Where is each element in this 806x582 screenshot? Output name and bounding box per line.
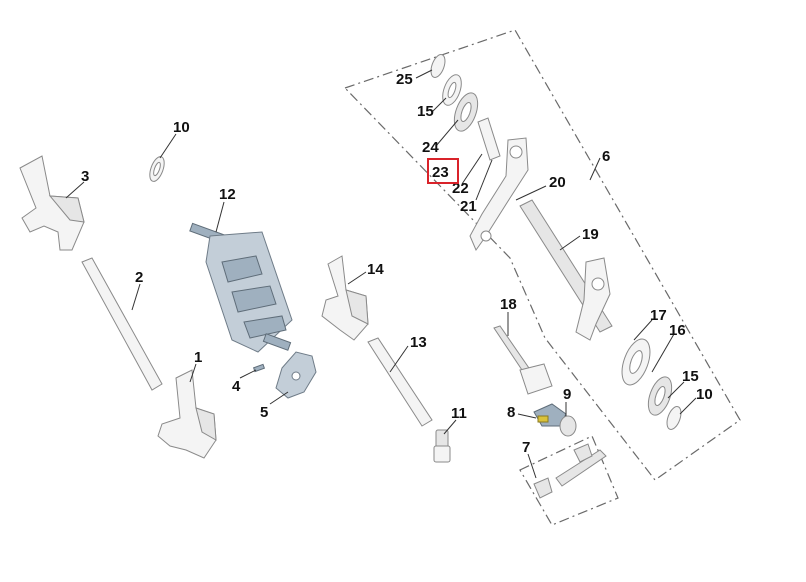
callout-21: 21: [460, 198, 477, 215]
ring-25: [430, 54, 446, 78]
shift-spindle-18: [493, 325, 553, 395]
shift-fork-1: [157, 369, 217, 459]
washer-16: [621, 338, 651, 386]
callout-15-bottom: 15: [682, 368, 699, 385]
callout-16: 16: [669, 322, 686, 339]
callout-5: 5: [260, 404, 268, 421]
callout-18: 18: [500, 296, 517, 313]
group-outline-6: [343, 29, 741, 481]
plate-20: [469, 137, 529, 252]
callout-10-bottom: 10: [696, 386, 713, 403]
pin-4: [252, 363, 266, 373]
callout-14: 14: [367, 261, 384, 278]
bearing-24: [453, 92, 479, 132]
callout-10-top: 10: [173, 119, 190, 136]
callout-11: 11: [451, 405, 467, 422]
shift-fork-3: [19, 155, 85, 251]
callout-8: 8: [507, 404, 515, 421]
callout-15-top: 15: [417, 103, 434, 120]
highlight-box-23: [427, 158, 459, 184]
shaft-13: [367, 337, 433, 427]
group-outline-7: [519, 435, 619, 526]
callout-19: 19: [582, 226, 599, 243]
linkage-7: [533, 443, 607, 499]
callout-24: 24: [422, 139, 439, 156]
ring-10-top: [149, 156, 165, 182]
callout-20: 20: [549, 174, 566, 191]
callout-3: 3: [81, 168, 89, 185]
callout-25: 25: [396, 71, 413, 88]
collar-23: [477, 117, 501, 161]
star-cam-5: [275, 351, 317, 399]
callout-22: 22: [452, 180, 469, 197]
callout-17: 17: [650, 307, 667, 324]
shift-drum-12: [189, 222, 293, 353]
spring-arm-8-9: [533, 403, 577, 437]
bearing-15-bottom: [647, 376, 673, 416]
ring-10-bottom: [666, 406, 682, 430]
callout-12: 12: [219, 186, 236, 203]
callout-6: 6: [602, 148, 610, 165]
callout-4: 4: [232, 378, 241, 395]
bolt-11: [433, 429, 451, 463]
callout-2: 2: [135, 269, 143, 286]
callout-7: 7: [522, 439, 530, 456]
callout-23: 23: [432, 164, 449, 181]
callout-1: 1: [194, 349, 202, 366]
shift-fork-14: [321, 255, 369, 341]
leader-lines: [65, 69, 697, 479]
callout-13: 13: [410, 334, 427, 351]
shaft-2: [81, 257, 163, 391]
washer-15-top: [442, 74, 462, 106]
callout-9: 9: [563, 386, 571, 403]
arm-17: [575, 257, 611, 341]
